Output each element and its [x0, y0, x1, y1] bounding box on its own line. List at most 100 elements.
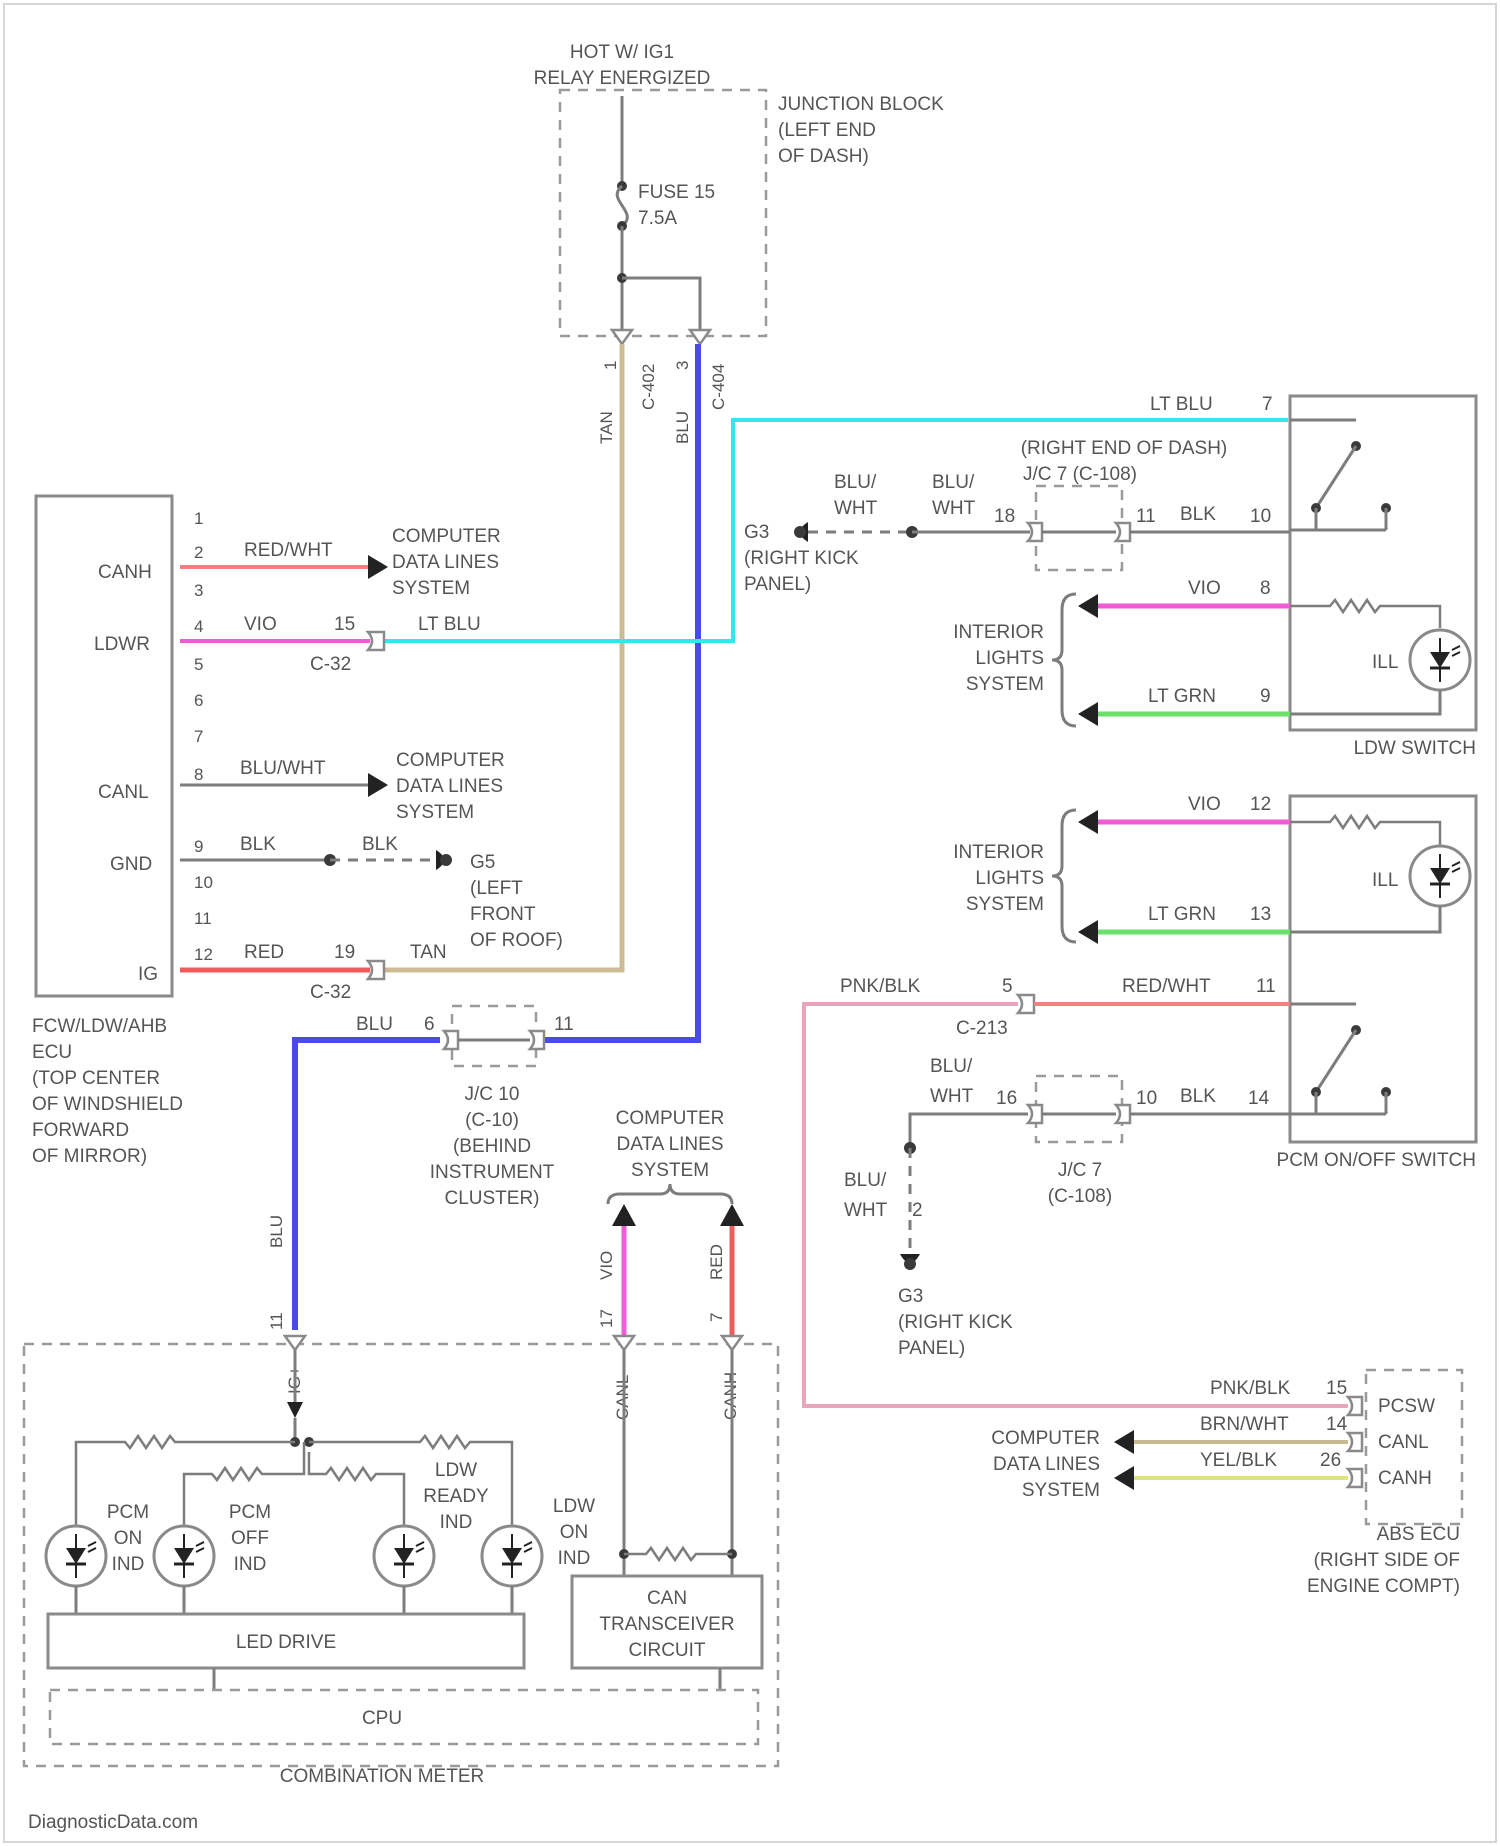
- led-pcm-on-l2: ON: [114, 1528, 143, 1549]
- wire-label-blu-wht-ldw2a: BLU/: [932, 472, 975, 493]
- led-pcm-off-l3: IND: [234, 1554, 267, 1575]
- led-ldw-on-icon: [482, 1526, 542, 1586]
- ldw-ill-label: ILL: [1372, 652, 1398, 673]
- pin-c404: 3: [673, 361, 692, 370]
- wire-label-blu-top: BLU: [673, 411, 692, 444]
- cdl2-line3: SYSTEM: [396, 802, 474, 823]
- abs-cdl-line1: COMPUTER: [991, 1428, 1100, 1449]
- pcm-ill-resistor: [1290, 816, 1440, 846]
- label-c402: C-402: [639, 364, 658, 410]
- abs-pin-15: 15: [1326, 1378, 1347, 1399]
- ecu-name-line4: OF WINDSHIELD: [32, 1094, 183, 1115]
- ecu-label-ldwr: LDWR: [94, 634, 150, 655]
- meter-pin-7: 7: [707, 1313, 726, 1322]
- jc10-conn-in: [444, 1031, 458, 1049]
- wire-label-yel-blk-abs: YEL/BLK: [1200, 1450, 1277, 1471]
- abs-name-line2: (RIGHT SIDE OF: [1314, 1550, 1460, 1571]
- ecu-label-ig: IG: [138, 964, 158, 985]
- wire-label-vio-pcm: VIO: [1188, 794, 1221, 815]
- jc7-pcm-label-line1: J/C 7: [1058, 1160, 1102, 1181]
- jc10-label-line1: J/C 10: [465, 1084, 520, 1105]
- ground-g5-line4: OF ROOF): [470, 930, 563, 951]
- jc7-pcm-pin-out: 10: [1136, 1088, 1157, 1109]
- cdl1-line3: SYSTEM: [392, 578, 470, 599]
- cdl2-line1: COMPUTER: [396, 750, 505, 771]
- g3-pcm-wire-b: WHT: [844, 1200, 888, 1221]
- ldw-interior-line1: INTERIOR: [953, 622, 1044, 643]
- pcm-switch-blade: [1316, 1030, 1356, 1092]
- jc7-ldw-pin-in: 18: [994, 506, 1015, 527]
- arrow-vio-meter: [612, 1204, 636, 1226]
- jc7-ldw-conn-in: [1028, 523, 1042, 541]
- wire-label-vio-meter: VIO: [597, 1251, 616, 1280]
- led-ldw-ready-l2: READY: [423, 1486, 489, 1507]
- pcm-ill-led-icon: [1410, 846, 1470, 906]
- pcm-pin-13: 13: [1250, 904, 1271, 925]
- ecu-pin-5: 5: [194, 655, 203, 674]
- led-ldw-on-l3: IND: [558, 1548, 591, 1569]
- arrow-lt-grn-pcm: [1078, 920, 1098, 944]
- connector-c32-ig: [368, 961, 384, 979]
- ldw-pin-8: 8: [1260, 578, 1271, 599]
- wire-blu: [540, 344, 698, 1040]
- led-pcm-off-l1: PCM: [229, 1502, 271, 1523]
- abs-pin-14: 14: [1326, 1414, 1348, 1435]
- jc7-pcm-conn-out: [1116, 1105, 1130, 1123]
- ground-g3-ldw-line3: PANEL): [744, 574, 811, 595]
- abs-pin-26: 26: [1320, 1450, 1341, 1471]
- wire-label-blu-wht-pcm-b: WHT: [930, 1086, 974, 1107]
- meter-conn-canl: [614, 1336, 634, 1350]
- fuse-rating: 7.5A: [638, 208, 677, 229]
- pcm-ill-label: ILL: [1372, 870, 1398, 891]
- arrow-vio-pcm: [1078, 810, 1098, 834]
- wire-label-blu-meter: BLU: [267, 1215, 286, 1248]
- ecu-pin-11: 11: [194, 909, 212, 928]
- ldw-ill-led-icon: [1410, 630, 1470, 690]
- ecu-label-canh: CANH: [98, 562, 152, 583]
- meter-cdl-line3: SYSTEM: [631, 1160, 709, 1181]
- jc7-pcm-pin-in: 16: [996, 1088, 1017, 1109]
- ground-g3-pcm-line2: (RIGHT KICK: [898, 1312, 1013, 1333]
- jc10-label-line5: CLUSTER): [444, 1188, 539, 1209]
- wire-label-blk-gnd2: BLK: [362, 834, 398, 855]
- ldw-interior-brace: [1052, 594, 1076, 726]
- wire-label-lt-blu-ecu: LT BLU: [418, 614, 481, 635]
- pcm-pin-12: 12: [1250, 794, 1271, 815]
- meter-cdl-line1: COMPUTER: [616, 1108, 725, 1129]
- arrow-yel-blk: [1114, 1466, 1134, 1490]
- led-ldw-ready-l1: LDW: [435, 1460, 477, 1481]
- wire-label-blk-ldw: BLK: [1180, 504, 1216, 525]
- led-ldw-ready-icon: [374, 1526, 434, 1586]
- pcm-interior-line2: LIGHTS: [975, 868, 1044, 889]
- c32-ldwr-label: C-32: [310, 654, 351, 675]
- arrow-lt-grn-ldw: [1078, 702, 1098, 726]
- ground-g3-pcm-line1: G3: [898, 1286, 923, 1307]
- can-transceiver-l2: TRANSCEIVER: [599, 1614, 734, 1635]
- abs-cdl-line2: DATA LINES: [993, 1454, 1100, 1475]
- wire-label-lt-grn-pcm: LT GRN: [1148, 904, 1216, 925]
- ldw-interior-line2: LIGHTS: [975, 648, 1044, 669]
- jc10-box: [452, 1006, 536, 1066]
- wire-label-lt-grn-ldw: LT GRN: [1148, 686, 1216, 707]
- ecu-pin-9: 9: [194, 837, 203, 856]
- led-pcm-off-icon: [154, 1526, 214, 1586]
- c32-ig-pin: 19: [334, 942, 355, 963]
- jc7-pcm-conn-in: [1028, 1105, 1042, 1123]
- combination-meter-name: COMBINATION METER: [280, 1766, 484, 1787]
- fuse-symbol: [617, 186, 627, 226]
- pcm-interior-brace: [1052, 810, 1076, 942]
- wire-label-blk-pcm: BLK: [1180, 1086, 1216, 1107]
- fuse-name: FUSE 15: [638, 182, 715, 203]
- wire-label-vio-ldw: VIO: [1188, 578, 1221, 599]
- ground-g3-pcm-line3: PANEL): [898, 1338, 965, 1359]
- c32-ig-label: C-32: [310, 982, 351, 1003]
- abs-conn-pcsw: [1348, 1397, 1362, 1415]
- arrow-red-meter: [720, 1204, 744, 1226]
- pin-c402: 1: [601, 361, 620, 370]
- wire-label-blu-wht: BLU/WHT: [240, 758, 326, 779]
- pcm-interior-line3: SYSTEM: [966, 894, 1044, 915]
- ldw-pin-7: 7: [1262, 394, 1273, 415]
- arrow-brn-wht: [1114, 1430, 1134, 1454]
- abs-pcsw: PCSW: [1378, 1396, 1435, 1417]
